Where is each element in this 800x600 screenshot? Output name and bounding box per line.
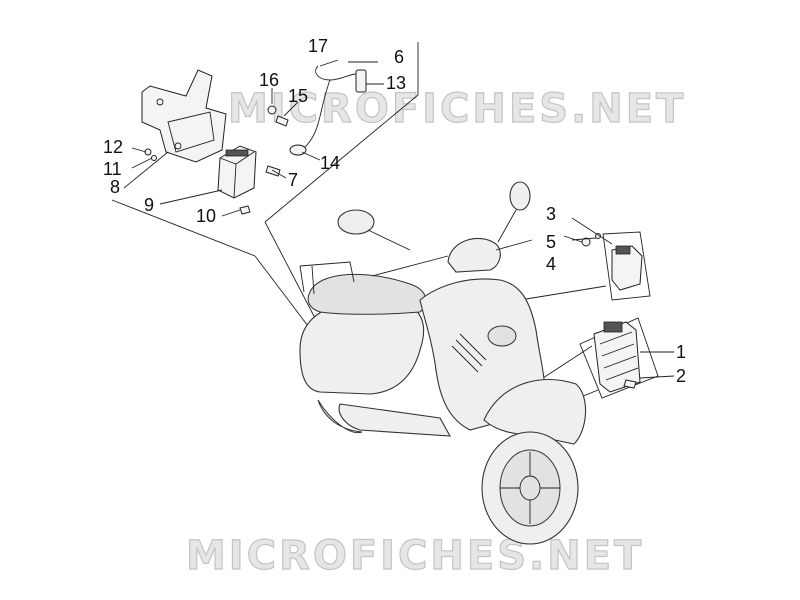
- grommet-14: [289, 144, 307, 156]
- voltage-regulator: [611, 245, 643, 291]
- callout-9: 9: [144, 195, 154, 215]
- washer-16: [267, 105, 277, 115]
- callout-14: 14: [320, 153, 340, 173]
- callout-4: 4: [546, 254, 556, 274]
- callout-3: 3: [546, 204, 556, 224]
- rectifier: [593, 321, 641, 393]
- callout-13: 13: [386, 73, 406, 93]
- callout-8: 8: [110, 177, 120, 197]
- callout-11: 11: [103, 159, 122, 179]
- callout-5: 5: [546, 232, 556, 252]
- watermark-top: MICROFICHES.NET: [228, 86, 686, 132]
- callout-10: 10: [196, 206, 216, 226]
- ecu-detail-group: [111, 42, 419, 327]
- control-unit: [217, 145, 257, 199]
- screw-15: [275, 115, 289, 127]
- scooter-illustration: [299, 181, 587, 545]
- connector-13: [355, 69, 367, 93]
- callout-7: 7: [288, 170, 298, 190]
- callout-12: 12: [103, 137, 123, 157]
- nut-11: [151, 155, 157, 161]
- callout-1: 1: [676, 342, 686, 362]
- callout-2: 2: [676, 366, 686, 386]
- cable-harness: [299, 65, 357, 151]
- bolt-2: [623, 379, 637, 389]
- screw-10: [239, 205, 251, 215]
- callout-17: 17: [308, 36, 328, 56]
- callout-6: 6: [394, 47, 404, 67]
- watermark-bottom: MICROFICHES.NET: [186, 533, 644, 579]
- callout-15: 15: [288, 86, 308, 106]
- mounting-bracket: [141, 69, 227, 163]
- callout-labels: 17 6 16 13 15 12 14 11 7 8 9 10 3 5 4 1 …: [103, 36, 686, 386]
- regulator-detail-group: [519, 217, 651, 301]
- callout-16: 16: [259, 70, 279, 90]
- rectifier-detail-group: [499, 317, 675, 431]
